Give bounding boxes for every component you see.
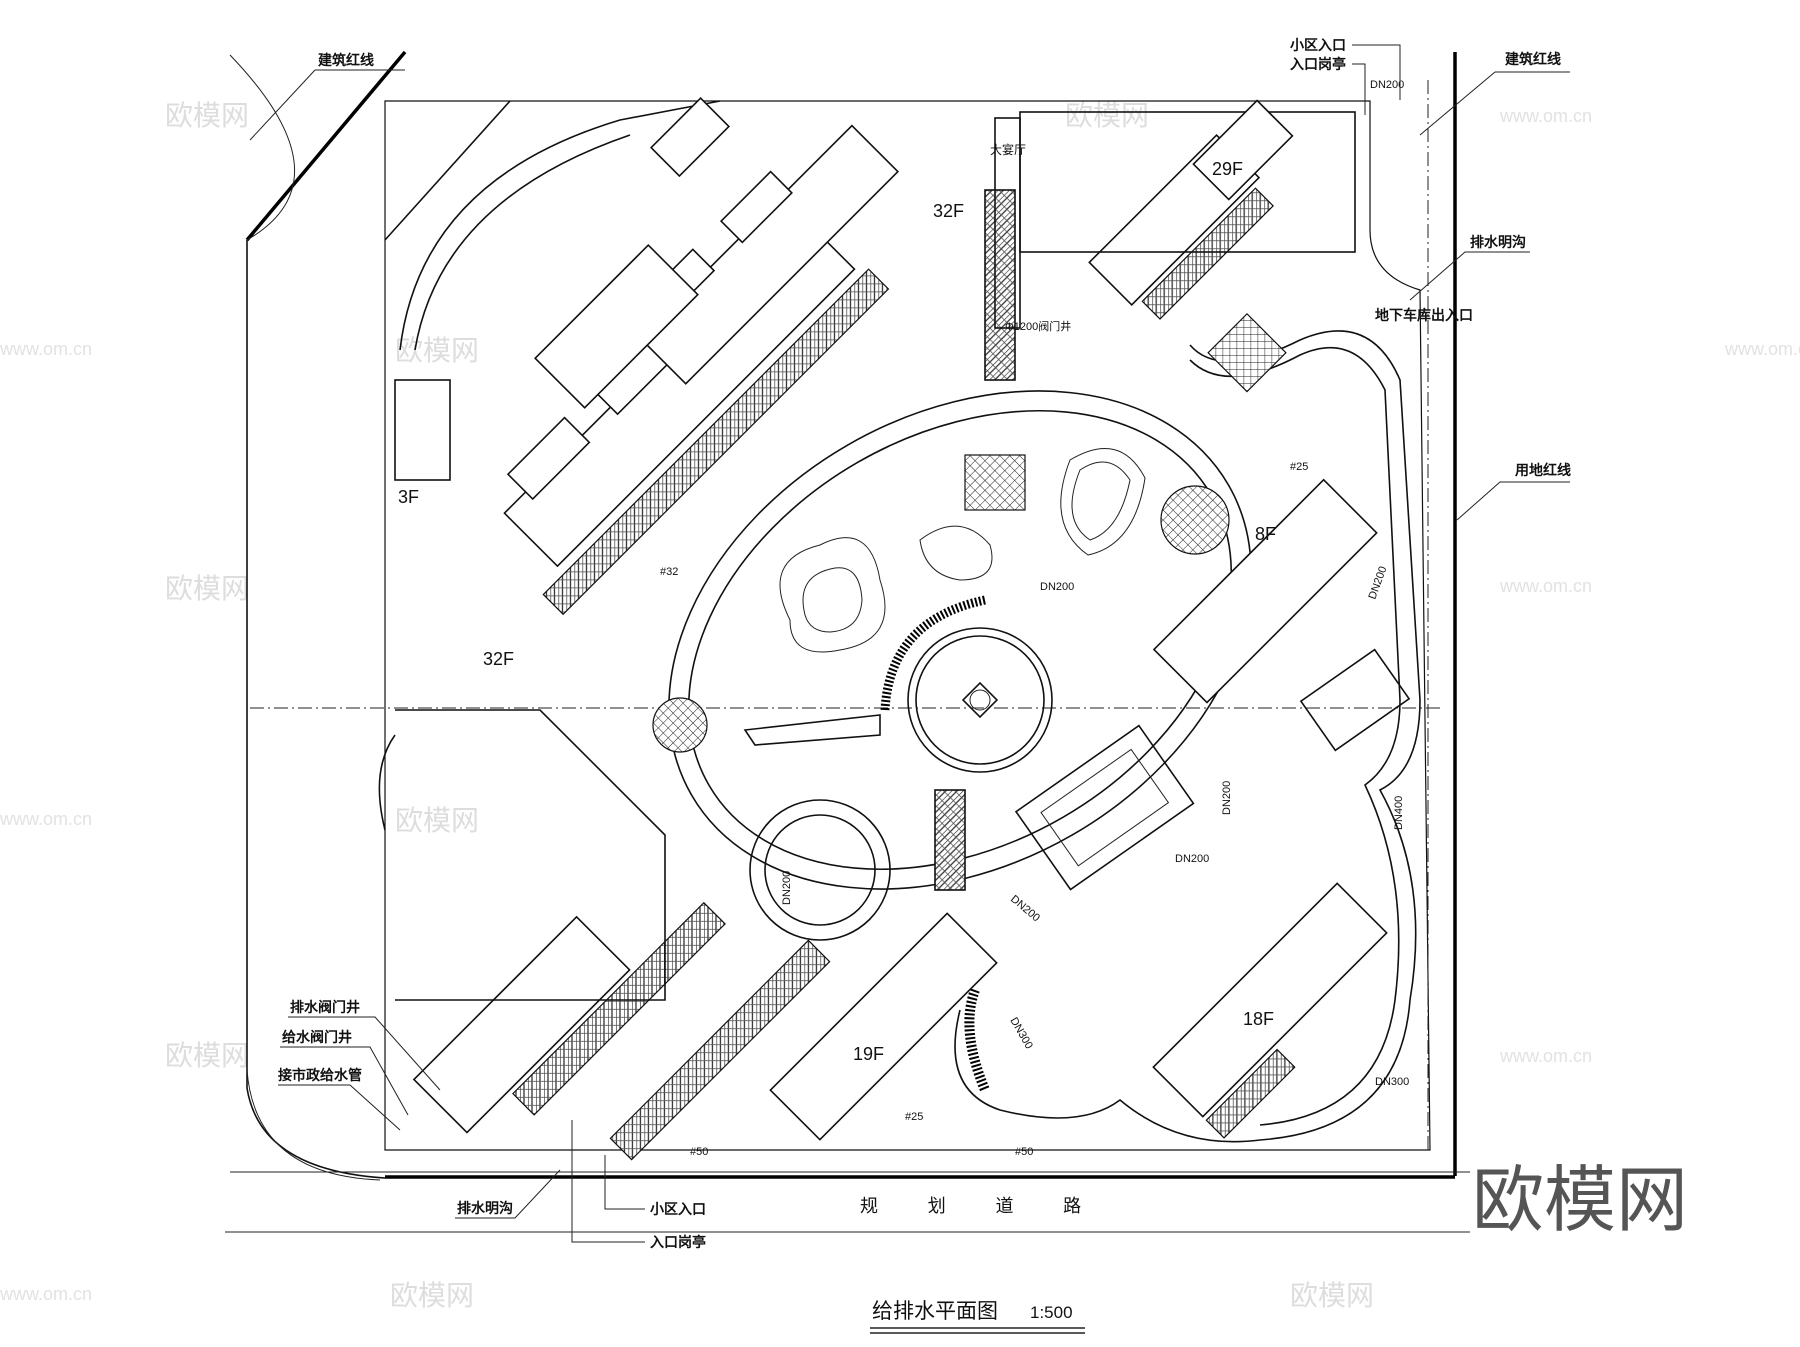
floor-label: 29F xyxy=(1212,159,1243,179)
title-text: 给排水平面图 xyxy=(872,1299,998,1323)
svg-text:DN200: DN200 xyxy=(1175,853,1209,865)
svg-text:#25: #25 xyxy=(1290,461,1308,473)
svg-text:DN200: DN200 xyxy=(1370,79,1404,91)
svg-text:欧模网: 欧模网 xyxy=(395,804,479,837)
drawing-title: 给排水平面图 1:500 xyxy=(870,1299,1085,1334)
svg-text:#32: #32 xyxy=(660,566,678,578)
watermark-layer: 欧模网 欧模网 欧模网 欧模网 欧模网 欧模网 欧模网 欧模网 www.om.c… xyxy=(0,99,1800,1312)
callout-garage-entrance: 地下车库出入口 xyxy=(1375,307,1473,324)
buildings xyxy=(378,97,1388,1161)
svg-text:DN200: DN200 xyxy=(781,871,793,905)
callout-drain-ditch-bottom: 排水明沟 xyxy=(457,1200,513,1217)
svg-text:www.om.cn: www.om.cn xyxy=(0,809,92,829)
callout-drain-valve-well: 排水阀门井 xyxy=(290,999,360,1016)
svg-text:欧模网: 欧模网 xyxy=(165,99,249,132)
callout-building-red-line: 建筑红线 xyxy=(1505,51,1561,68)
callout-community-entrance: 小区入口 xyxy=(1290,38,1346,54)
floor-labels: 29F 32F 3F 32F 8F 19F 18F xyxy=(398,159,1276,1064)
svg-text:www.om.cn: www.om.cn xyxy=(1499,106,1592,126)
svg-text:欧模网: 欧模网 xyxy=(165,572,249,605)
floor-label: 18F xyxy=(1243,1009,1274,1029)
svg-text:www.om.cn: www.om.cn xyxy=(1724,339,1800,359)
svg-text:www.om.cn: www.om.cn xyxy=(1499,1046,1592,1066)
svg-text:www.om.cn: www.om.cn xyxy=(0,339,92,359)
callout-land-red-line: 用地红线 xyxy=(1515,462,1571,479)
watermark-logo: 欧模网 xyxy=(1472,1158,1688,1242)
callout-municipal-supply: 接市政给水管 xyxy=(278,1067,362,1084)
svg-text:#25: #25 xyxy=(905,1111,923,1123)
svg-text:欧模网: 欧模网 xyxy=(165,1039,249,1072)
callout-guard-booth: 入口岗亭 xyxy=(1290,56,1346,73)
svg-text:www.om.cn: www.om.cn xyxy=(0,1284,92,1304)
site-boundary xyxy=(225,50,1470,1233)
callouts: 建筑红线 小区入口 入口岗亭 建筑红线 排水明沟 地下车库出入口 用地红线 排水… xyxy=(249,38,1571,1251)
svg-text:#50: #50 xyxy=(1015,1146,1033,1158)
svg-text:DN300: DN300 xyxy=(1375,1076,1409,1088)
svg-text:DN400: DN400 xyxy=(1393,796,1405,830)
svg-text:#50: #50 xyxy=(690,1146,708,1158)
callout-banquet-hall: 大宴厅 xyxy=(990,142,1026,157)
floor-label: 32F xyxy=(483,649,514,669)
tennis-courts xyxy=(1014,648,1411,891)
svg-text:Φ1200阀门井: Φ1200阀门井 xyxy=(1005,319,1071,333)
callout-building-red-line: 建筑红线 xyxy=(318,52,374,69)
svg-text:欧模网: 欧模网 xyxy=(390,1279,474,1312)
callout-community-entrance-bottom: 小区入口 xyxy=(650,1202,706,1218)
svg-text:www.om.cn: www.om.cn xyxy=(1499,576,1592,596)
callout-guard-booth-bottom: 入口岗亭 xyxy=(650,1234,706,1251)
svg-text:欧模网: 欧模网 xyxy=(1065,99,1149,132)
road-label: 规 划 道 路 xyxy=(860,1196,1103,1217)
scale-text: 1:500 xyxy=(1030,1303,1073,1322)
svg-text:DN200: DN200 xyxy=(1367,565,1390,601)
svg-text:欧模网: 欧模网 xyxy=(1290,1279,1374,1312)
svg-text:欧模网: 欧模网 xyxy=(395,334,479,367)
svg-text:DN200: DN200 xyxy=(1008,893,1042,924)
floor-label: 19F xyxy=(853,1044,884,1064)
callout-drain-ditch: 排水明沟 xyxy=(1470,234,1526,251)
svg-text:DN200: DN200 xyxy=(1221,781,1233,815)
callout-water-valve-well: 给水阀门井 xyxy=(282,1029,352,1046)
floor-label: 3F xyxy=(398,487,419,507)
svg-text:DN300: DN300 xyxy=(1007,1016,1035,1052)
perimeter-path xyxy=(399,100,1421,1143)
central-garden xyxy=(652,189,1287,1092)
svg-text:DN200: DN200 xyxy=(1040,581,1074,593)
floor-label: 32F xyxy=(933,201,964,221)
floor-label: 8F xyxy=(1255,524,1276,544)
